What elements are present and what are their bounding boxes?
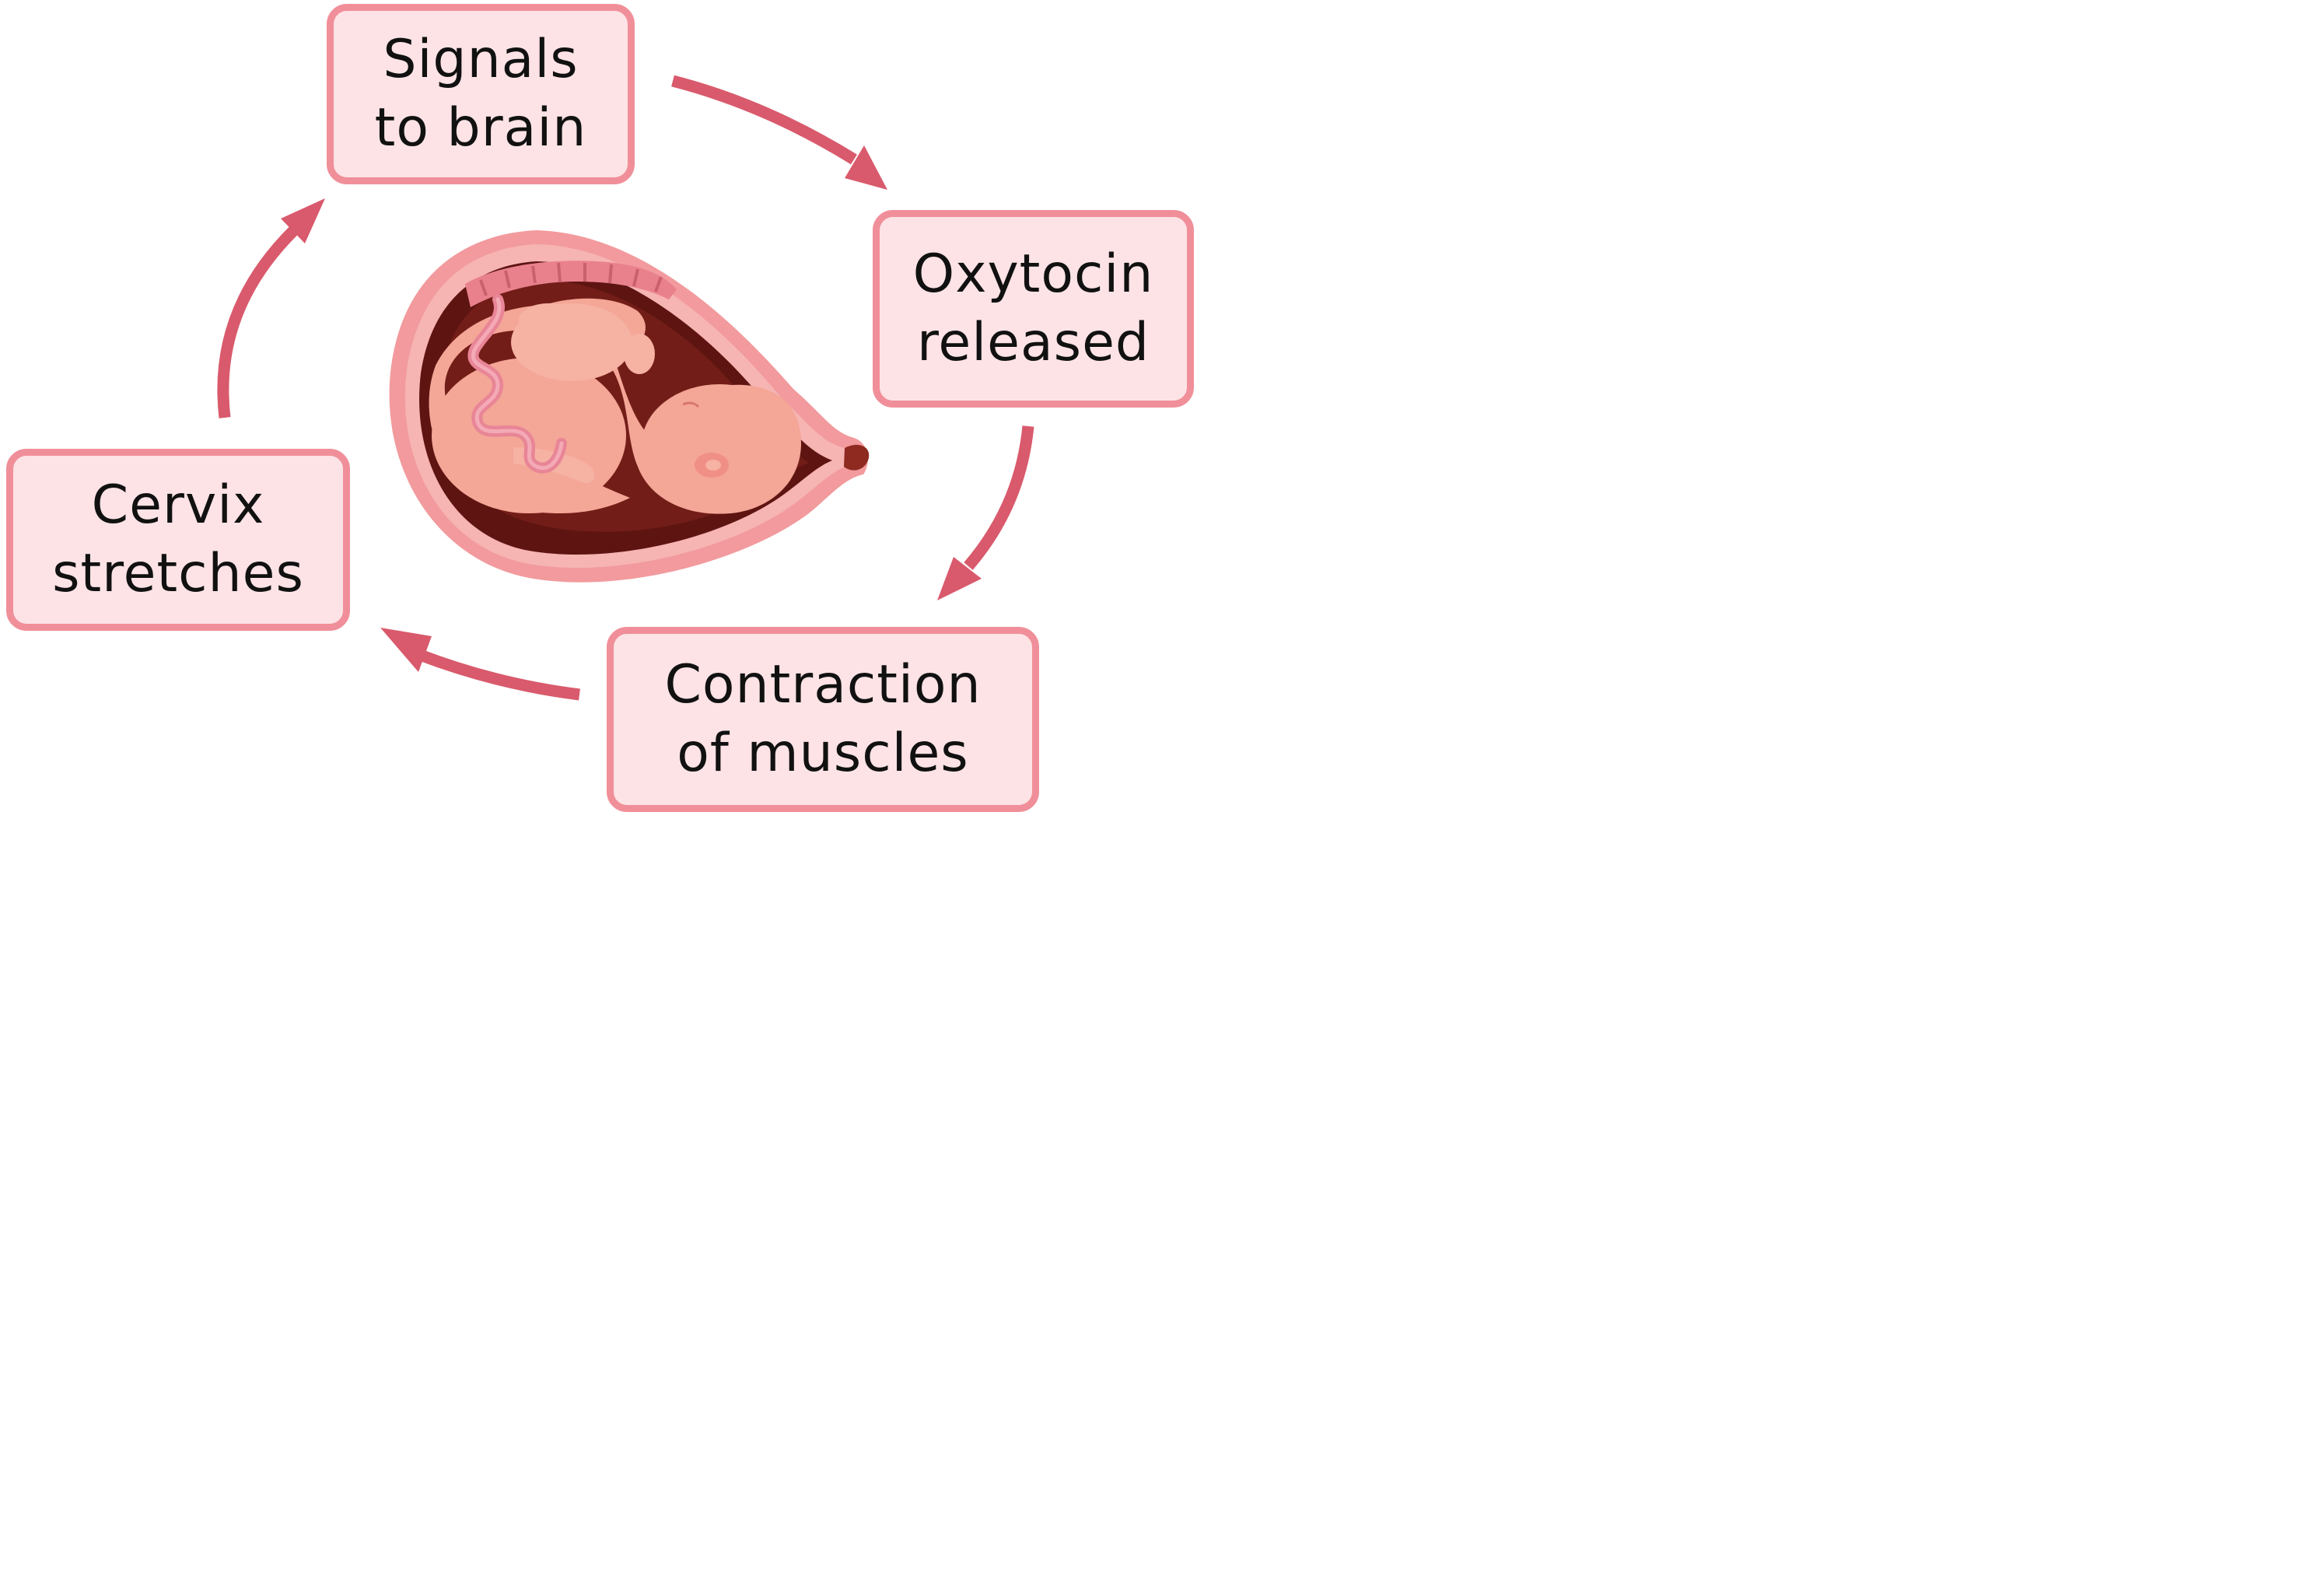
- step-cervix-stretches: Cervix stretches: [6, 449, 350, 631]
- step-label-line1: Cervix: [91, 474, 265, 536]
- arrow-oxytocin-to-contraction: [964, 425, 1034, 570]
- fetus-head: [642, 384, 797, 506]
- cervix: [844, 444, 870, 471]
- arrowhead-3: [380, 628, 432, 672]
- step-contraction-of-muscles: Contraction of muscles: [607, 627, 1039, 812]
- arrowhead-4: [281, 198, 325, 243]
- arrow-signals-to-oxytocin: [671, 75, 857, 165]
- step-oxytocin-released: Oxytocin released: [873, 210, 1194, 408]
- feedback-loop-diagram: Signals to brain Oxytocin released Contr…: [0, 0, 1207, 819]
- arrowhead-1: [845, 145, 887, 190]
- fetus-in-uterus-illustration: [389, 230, 870, 583]
- step-label-line1: Signals: [383, 28, 579, 90]
- fetus-foot: [519, 303, 578, 338]
- fetus-eye: [682, 401, 700, 408]
- placenta-villi: [479, 262, 663, 296]
- fetus-ear-inner: [705, 460, 721, 471]
- step-label-line2: to brain: [374, 97, 587, 159]
- placenta: [465, 261, 677, 307]
- step-label-line2: of muscles: [677, 723, 969, 784]
- step-label-line2: stretches: [52, 543, 304, 604]
- fetus-hand: [624, 334, 655, 374]
- step-label-line1: Contraction: [664, 653, 982, 716]
- arrowhead-2: [937, 557, 982, 600]
- arrow-contraction-to-cervix: [418, 649, 580, 701]
- step-label-line1: Oxytocin: [912, 243, 1154, 305]
- umbilical-cord-highlight: [471, 297, 564, 471]
- step-signals-to-brain: Signals to brain: [327, 4, 635, 184]
- arrow-cervix-to-signals: [217, 226, 299, 418]
- cycle-arrows: [217, 75, 1034, 701]
- step-label-line2: released: [916, 312, 1150, 373]
